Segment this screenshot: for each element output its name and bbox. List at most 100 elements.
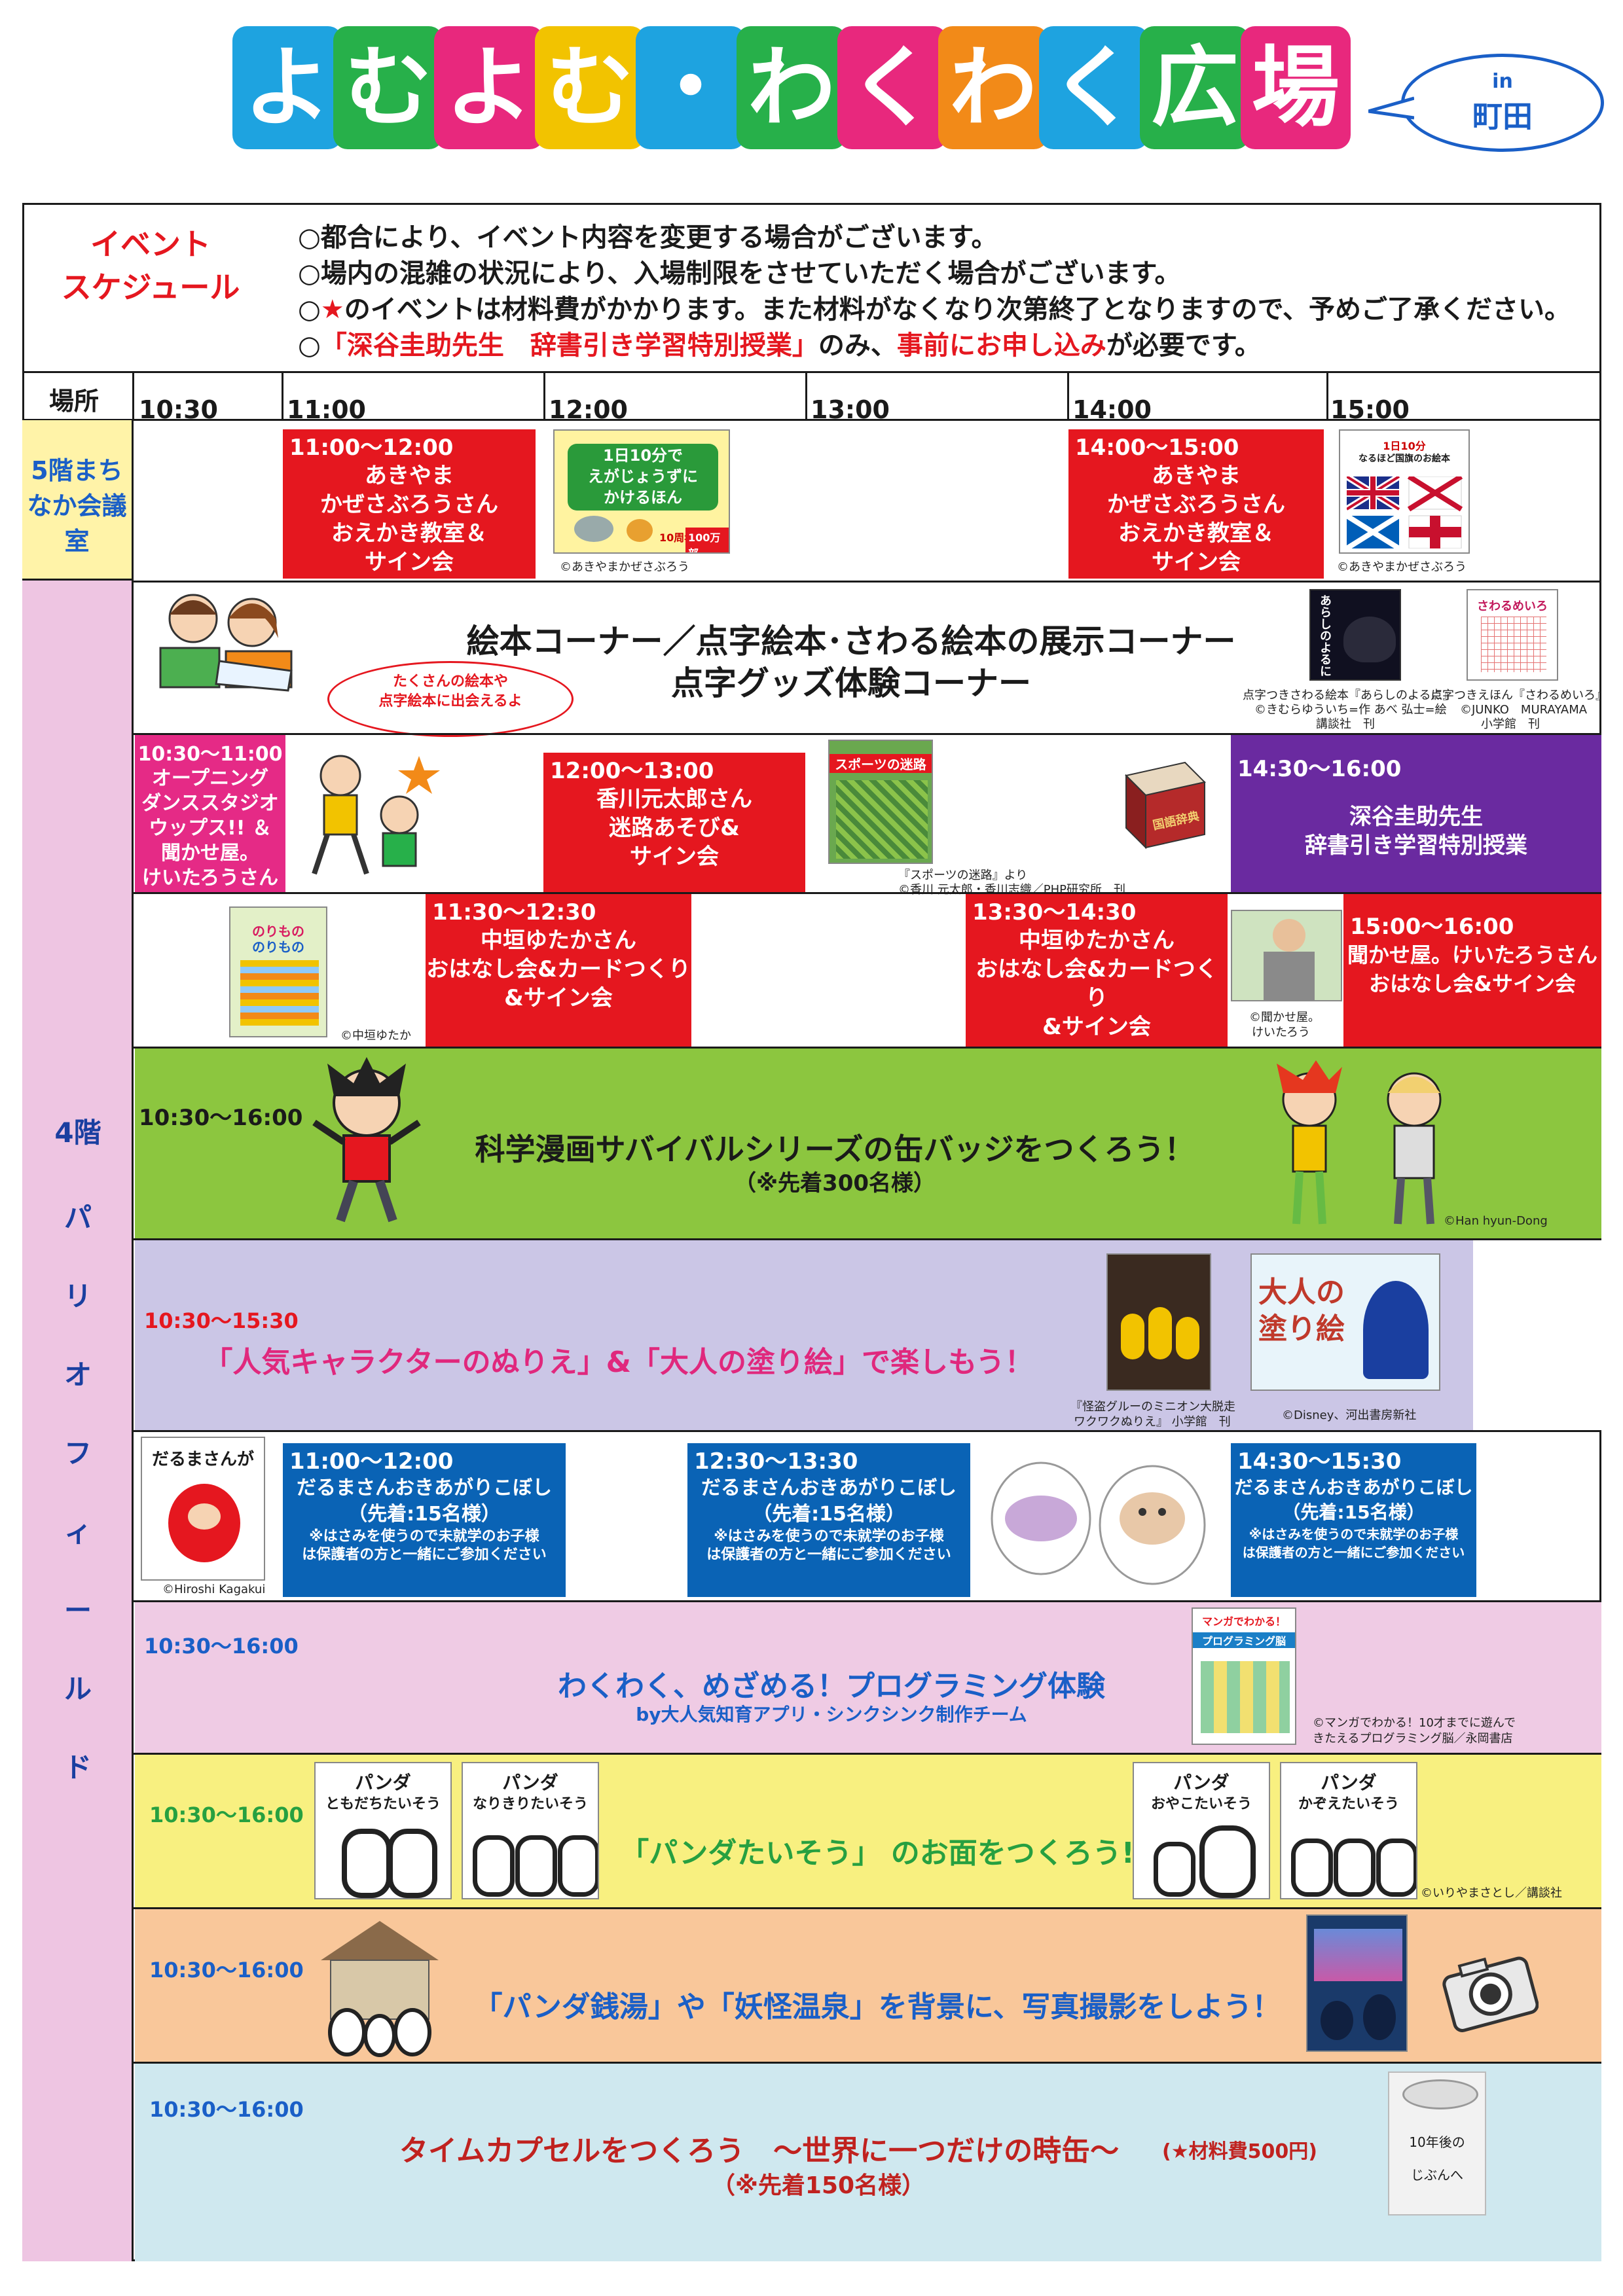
book-title: さわるめいろ [1477,600,1548,613]
prog-sub: by大人気知育アプリ・シンクシンク制作チーム [636,1704,1027,1725]
event-time: 11:00～12:00 [289,1448,454,1475]
event-line: （先着:15名様） [752,1503,905,1526]
event-line: おはなし会&サイン会 [1369,971,1576,996]
credit-text: ©Disney、河出書房新社 [1282,1408,1417,1422]
event-note: ※はさみを使うので未就学のお子様 [714,1528,944,1545]
credit-text: 『怪盗グルーのミニオン大脱走 [1070,1400,1235,1414]
location-4f-char: フ [64,1437,92,1469]
capsule-sub: （※先着150名様） [711,2172,926,2199]
book-title: のりもの [252,924,304,939]
book-title: マンガでわかる！ [1201,1615,1286,1628]
nurie-title: 「人気キャラクターのぬりえ」&「大人の塗り絵」で楽しもう！ [204,1346,1034,1379]
credit-text: ©あきやまかぜさぶろう [560,560,689,574]
divider [22,419,1601,421]
notice-line-2: ○場内の混雑の状況により、入場制限をさせていただく場合がございます。 [298,259,1181,289]
divider [134,1430,1601,1432]
event-time: 14:30～16:00 [1237,756,1402,782]
location-4f-char: パ [64,1202,92,1234]
location-4f-char: ー [64,1594,92,1626]
credit-text: 点字つきえほん『さわるめいろ』 [1431,689,1607,702]
title-tile: わ [938,26,1048,149]
book-title: パンダ [355,1772,411,1793]
book-cover-ehon: 1日10分で えがじょうずに かけるほん 10周年 100万部 [553,429,730,554]
event-line: サイン会 [1152,549,1241,575]
star-icon: ★ [320,295,344,325]
event-line: 聞かせ屋。けいたろうさん [1347,942,1598,967]
band-time: 10:30～16:00 [144,1634,299,1659]
time-capsule-can: 10年後の じぶんへ [1388,2072,1486,2215]
book-badge: 100万部 [685,528,729,552]
notice-title-line1: イベント [90,226,211,262]
book-cover-daruma: だるまさんが [141,1437,265,1581]
can-label: 10年後の [1409,2134,1465,2150]
location-4f-char: 4階 [54,1117,101,1149]
place-label: 町田 [1472,99,1533,134]
book-cover-panda-3: パンダ おやこたいそう [1133,1762,1270,1899]
daruma-face-icon [188,1503,221,1530]
event-note: は保護者の方と一緒にご参加ください [706,1547,951,1563]
divider [134,2062,1601,2064]
event-time: 14:30～15:30 [1237,1448,1402,1475]
speech-line: 点字絵本に出会えるよ [378,693,522,709]
event-time: 12:30～13:30 [694,1448,858,1475]
speech-line: たくさんの絵本や [392,673,508,690]
minion-icon [1121,1314,1144,1359]
location-5f-line1: 5階まち [31,456,123,485]
survival-title: 科学漫画サバイバルシリーズの缶バッジをつくろう！ [475,1132,1195,1167]
credit-text: ©JUNKO MURAYAMA [1460,703,1588,717]
boy-character-illustration [312,1057,421,1223]
event-time: 10:30～11:00 [137,743,283,766]
event-line: （先着:15名様） [1282,1501,1425,1523]
event-kagawa: 12:00～13:00 香川元太郎さん 迷路あそび& サイン会 [543,753,805,892]
event-nakagaki-1: 11:30～12:30 中垣ゆたかさん おはなし会&カードつくり &サイン会 [426,894,691,1047]
event-time: 15:00～16:00 [1350,914,1514,940]
credit-text: ©中垣ゆたか [340,1029,411,1043]
two-characters-illustration [1277,1060,1442,1225]
panda-icon [1291,1839,1333,1897]
book-title: のりもの [252,939,304,955]
notice-line-1: ○都合により、イベント内容を変更する場合がございます。 [298,223,998,253]
book-title-line: なるほど国旗のお絵本 [1359,454,1450,464]
book-cover-panda-2: パンダ なりきりたいそう [462,1762,599,1899]
dictionary-icon [1125,761,1206,850]
location-4f: 4階 パ リ オ フ ィ ー ル ド [22,581,134,2261]
book-title: パンダ [1321,1772,1377,1793]
event-line: 深谷圭助先生 [1349,804,1483,830]
event-keitarou: 15:00～16:00 聞かせ屋。けいたろうさん おはなし会&サイン会 [1343,894,1601,1047]
band-programming [135,1602,1601,1753]
panda-icon [1334,1839,1376,1897]
event-line: 聞かせ屋。 [161,842,259,865]
divider [543,373,545,420]
lion-icon [627,519,653,542]
credit-text: ©あきやまかぜさぶろう [1337,560,1467,574]
sky-icon [1314,1929,1402,1981]
event-time: 11:30～12:30 [432,899,596,925]
credit-text: けいたろう [1252,1026,1310,1039]
notice-title: イベント スケジュール [33,223,268,309]
person-body-icon [1264,952,1315,1000]
divider [134,1753,1601,1755]
panda-icon [558,1835,598,1897]
event-nakagaki-2: 13:30～14:30 中垣ゆたかさん おはなし会&カードつくり &サイン会 [966,894,1228,1047]
book-title: 大人の [1258,1276,1345,1309]
book-title-line: かけるほん [604,488,682,507]
credit-text: ©Han hyun-Dong [1444,1214,1548,1228]
event-line: だるまさんおきあがりこぼし [701,1477,957,1499]
book-title: おやこたいそう [1150,1796,1252,1812]
event-line: サイン会 [365,549,454,575]
book-title: 塗り絵 [1258,1312,1345,1346]
event-fukaya: 14:30～16:00 深谷圭助先生 辞書引き学習特別授業 [1231,735,1601,892]
title-tile: よ [232,26,342,149]
book-cover-sports-maze: スポーツの迷路 [828,740,933,864]
event-line: おはなし会&カードつくり [976,956,1218,1011]
book-cover-arashi: あらしのよるに [1309,589,1401,681]
panda-icon [342,1829,392,1898]
book-cover-meiro: さわるめいろ [1467,589,1558,681]
location-5f-line2: なか会議 [27,492,127,520]
book-cover-norimono: のりもの のりもの [229,906,327,1037]
notice-line-4-mid: のみ、 [818,331,897,361]
daruma-craft-illustration [991,1462,1206,1585]
book-title: パンダ [502,1772,558,1793]
location-4f-char: ィ [64,1516,92,1548]
yokai-onsen-poster [1306,1914,1408,2052]
